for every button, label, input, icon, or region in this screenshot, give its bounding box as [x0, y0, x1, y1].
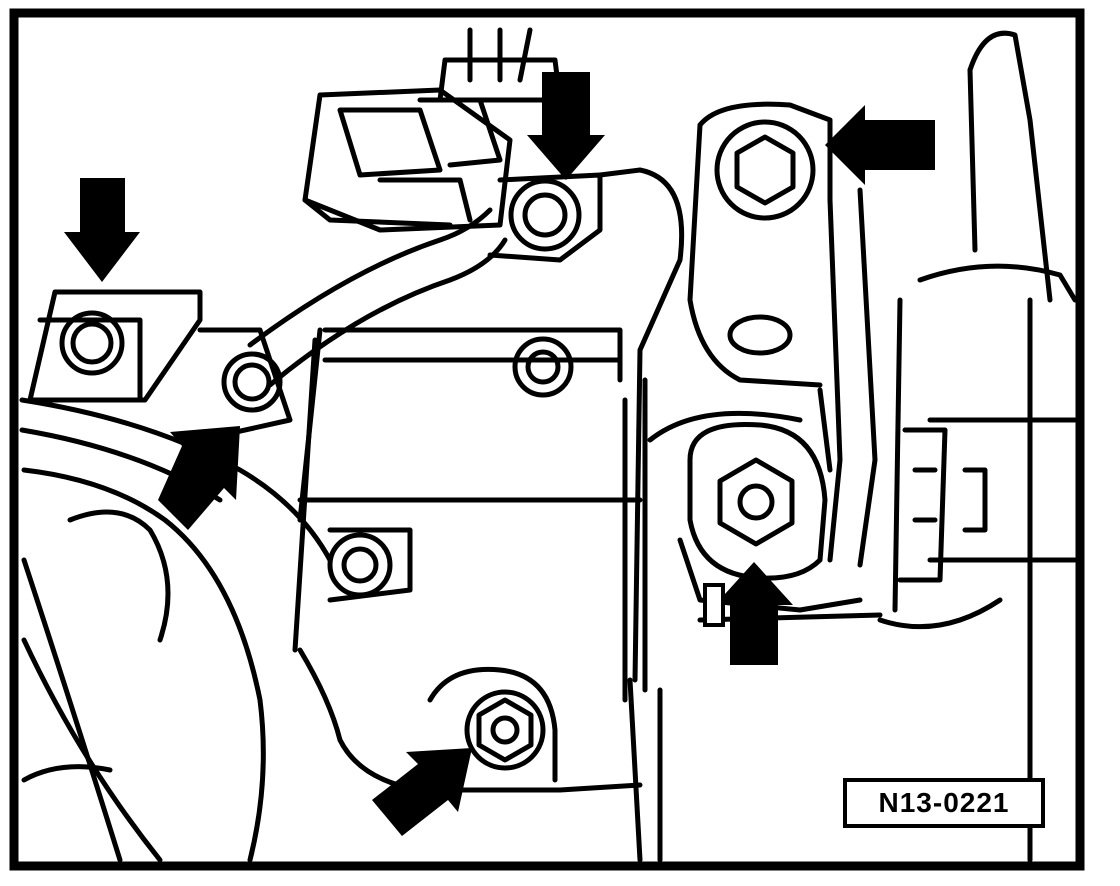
bolt-right-lower: [717, 457, 795, 547]
electrical-connector: [302, 27, 563, 233]
arrow-icon: [158, 426, 240, 530]
arrow-icon: [64, 178, 140, 282]
bolt-left-bracket: [59, 310, 125, 376]
arrow-icon: [372, 748, 472, 836]
stud-upper: [512, 336, 574, 398]
arrow-icon: [825, 105, 935, 185]
bolt-hose-clamp: [221, 351, 283, 413]
slot-hole: [727, 314, 793, 356]
arrow-icon: [715, 562, 793, 665]
bolt-bottom: [476, 697, 534, 763]
bolt-right-upper: [734, 134, 796, 206]
right-upper-bracket: [687, 101, 878, 568]
bolt-top-connector: [508, 178, 582, 252]
figure-reference-label: N13-0221: [843, 778, 1045, 828]
right-background: [657, 30, 1078, 863]
bottom-bolt-boss: [427, 666, 558, 783]
lower-right-tab: [703, 583, 725, 627]
arrow-icon: [527, 72, 605, 180]
left-bracket: [27, 289, 203, 403]
